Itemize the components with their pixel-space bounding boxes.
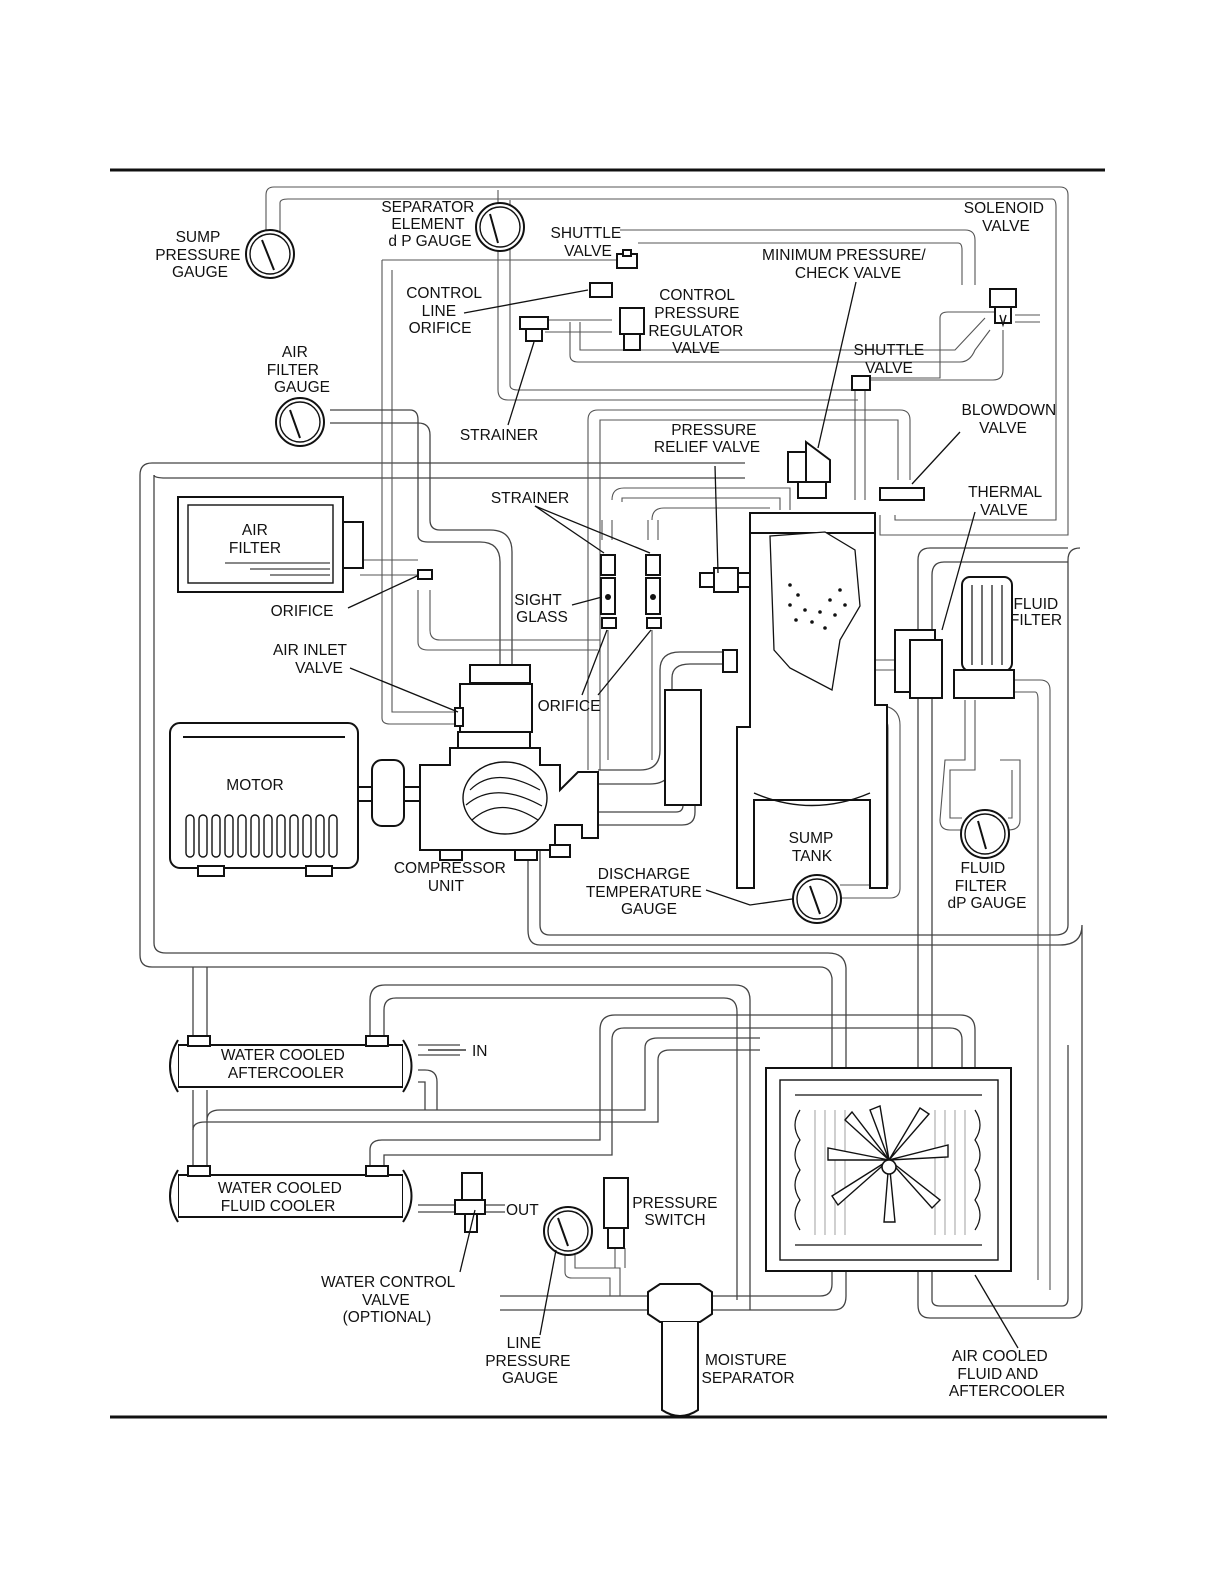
label-orifice-mid: ORIFICE bbox=[538, 698, 601, 715]
sump-pressure-gauge bbox=[245, 229, 295, 279]
control-line-orifice bbox=[589, 282, 613, 298]
sump-tank bbox=[664, 512, 888, 889]
compressor-unit bbox=[419, 747, 599, 861]
label-orifice-left: ORIFICE bbox=[271, 603, 334, 620]
strainer-top bbox=[519, 316, 549, 342]
thermal-valve bbox=[894, 629, 943, 699]
label-compressor-unit: COMPRESSOR UNIT bbox=[394, 860, 510, 895]
label-thermal-valve: THERMAL VALVE bbox=[968, 484, 1046, 519]
fluid-filter bbox=[953, 576, 1015, 699]
label-strainer-mid: STRAINER bbox=[491, 490, 569, 507]
label-sight-glass: SIGHT GLASS bbox=[514, 592, 568, 626]
label-blowdown-valve: BLOWDOWN VALVE bbox=[961, 402, 1060, 437]
label-air-inlet-valve: AIR INLET VALVE bbox=[273, 642, 351, 677]
shuttle-valve-right bbox=[851, 375, 871, 391]
label-water-in: IN bbox=[472, 1043, 488, 1060]
label-control-pressure-regulator: CONTROL PRESSURE REGULATOR VALVE bbox=[648, 287, 747, 357]
strainer-right bbox=[645, 554, 661, 576]
motor bbox=[169, 722, 421, 877]
component-labels: SUMP PRESSURE GAUGE SEPARATOR ELEMENT d … bbox=[155, 199, 1065, 1400]
leader-lines bbox=[347, 281, 1019, 1349]
label-water-control-valve: WATER CONTROL VALVE (OPTIONAL) bbox=[321, 1274, 459, 1326]
sight-glass-left bbox=[600, 577, 616, 615]
separator-dp-gauge bbox=[475, 202, 525, 252]
label-air-filter: AIR FILTER bbox=[229, 522, 281, 557]
label-shuttle-valve-top: SHUTTLE VALVE bbox=[551, 225, 626, 260]
label-air-cooled-fluid-aftercooler: AIR COOLED FLUID AND AFTERCOOLER bbox=[949, 1348, 1065, 1400]
air-inlet-valve bbox=[454, 664, 533, 751]
control-pressure-regulator-valve bbox=[619, 307, 645, 351]
air-filter-gauge bbox=[275, 397, 325, 447]
label-shuttle-valve-right: SHUTTLE VALVE bbox=[854, 342, 929, 377]
label-water-cooled-fluid-cooler: WATER COOLED FLUID COOLER bbox=[218, 1180, 346, 1215]
sight-glass-right bbox=[645, 577, 661, 615]
label-control-line-orifice: CONTROL LINE ORIFICE bbox=[406, 285, 486, 337]
label-fluid-filter: FLUID FILTER bbox=[1010, 596, 1063, 629]
pressure-relief-valve bbox=[699, 567, 751, 593]
minimum-pressure-check-valve bbox=[787, 440, 831, 499]
label-water-cooled-aftercooler: WATER COOLED AFTERCOOLER bbox=[221, 1047, 349, 1082]
water-control-valve bbox=[454, 1172, 486, 1233]
label-pressure-relief-valve: PRESSURE RELIEF VALVE bbox=[654, 422, 761, 456]
label-minimum-pressure-valve: MINIMUM PRESSURE/ CHECK VALVE bbox=[762, 247, 930, 282]
label-separator-dp-gauge: SEPARATOR ELEMENT d P GAUGE bbox=[381, 199, 478, 250]
pressure-switch bbox=[603, 1177, 629, 1249]
shuttle-valve-top bbox=[616, 249, 638, 269]
orifice-mid-right bbox=[646, 617, 662, 629]
piping bbox=[139, 186, 1083, 1319]
air-filter bbox=[177, 496, 364, 593]
label-water-out: OUT bbox=[506, 1202, 539, 1219]
label-solenoid-valve: SOLENOID VALVE bbox=[964, 200, 1048, 235]
orifice-mid-left bbox=[601, 617, 617, 629]
label-pressure-switch: PRESSURE SWITCH bbox=[632, 1195, 722, 1229]
label-sump-tank: SUMP TANK bbox=[789, 830, 838, 865]
fluid-filter-dp-gauge bbox=[960, 809, 1010, 859]
label-air-filter-gauge: AIR FILTER GAUGE bbox=[267, 344, 330, 396]
water-cooled-aftercooler bbox=[169, 1035, 413, 1093]
air-cooled-fluid-aftercooler bbox=[765, 1067, 1012, 1272]
orifice-left bbox=[417, 569, 433, 580]
discharge-temperature-gauge bbox=[792, 874, 842, 924]
line-pressure-gauge bbox=[543, 1206, 593, 1256]
water-cooled-fluid-cooler bbox=[169, 1165, 413, 1223]
label-strainer-top: STRAINER bbox=[460, 427, 538, 444]
blowdown-valve bbox=[879, 487, 925, 501]
label-line-pressure-gauge: LINE PRESSURE GAUGE bbox=[485, 1335, 575, 1387]
label-fluid-filter-dp-gauge: FLUID FILTER dP GAUGE bbox=[948, 860, 1027, 912]
solenoid-valve bbox=[989, 288, 1017, 328]
moisture-separator bbox=[647, 1283, 713, 1417]
label-sump-pressure-gauge: SUMP PRESSURE GAUGE bbox=[155, 229, 245, 281]
label-moisture-separator: MOISTURE SEPARATOR bbox=[701, 1352, 794, 1387]
label-motor: MOTOR bbox=[226, 777, 283, 794]
strainer-left bbox=[600, 554, 616, 576]
label-discharge-temperature-gauge: DISCHARGE TEMPERATURE GAUGE bbox=[586, 866, 706, 918]
